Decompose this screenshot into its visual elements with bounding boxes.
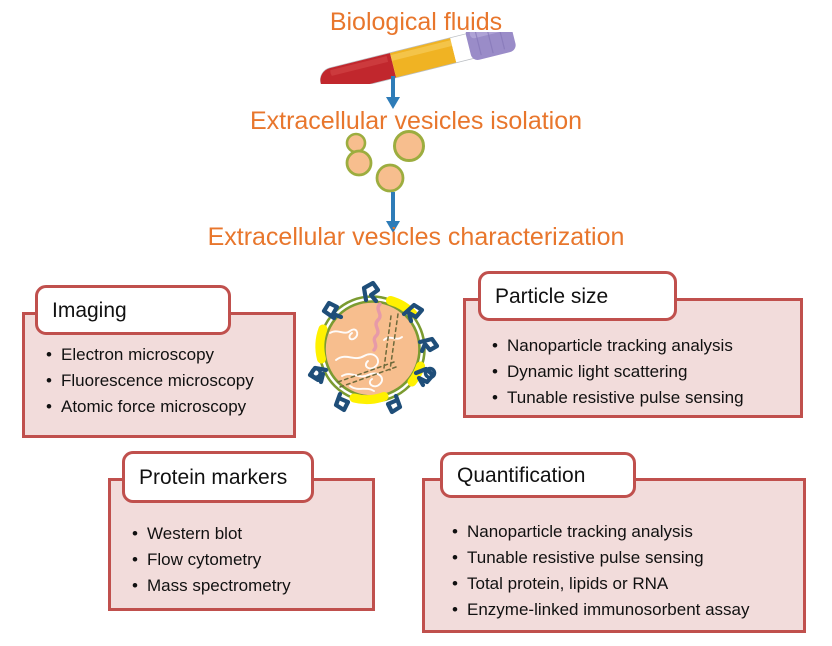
- category-title-protein-markers: Protein markers: [139, 465, 288, 489]
- list-item: Enzyme-linked immunosorbent assay: [452, 597, 750, 623]
- category-list-quantification: Nanoparticle tracking analysis Tunable r…: [452, 519, 750, 623]
- category-list-particle-size: Nanoparticle tracking analysis Dynamic l…: [492, 333, 744, 411]
- list-item: Electron microscopy: [46, 342, 254, 368]
- list-item: Atomic force microscopy: [46, 394, 254, 420]
- category-tab-quantification[interactable]: Quantification: [440, 452, 636, 498]
- extracellular-vesicle-diagram-icon: [307, 280, 440, 415]
- category-title-particle-size: Particle size: [495, 284, 609, 308]
- list-item: Tunable resistive pulse sensing: [452, 545, 750, 571]
- down-arrow-icon-1: [386, 76, 400, 109]
- down-arrow-icon-2: [386, 192, 400, 233]
- rna-strand-icon: [372, 302, 382, 352]
- blood-collection-tube-icon: [320, 32, 516, 84]
- category-tab-imaging[interactable]: Imaging: [35, 285, 231, 335]
- flow-step-title-biological-fluids: Biological fluids: [329, 8, 503, 36]
- flow-step-title-ev-isolation: Extracellular vesicles isolation: [249, 107, 583, 135]
- list-item: Western blot: [132, 521, 291, 547]
- category-title-quantification: Quantification: [457, 463, 586, 487]
- category-title-imaging: Imaging: [52, 298, 127, 322]
- category-tab-protein-markers[interactable]: Protein markers: [122, 451, 314, 503]
- list-item: Fluorescence microscopy: [46, 368, 254, 394]
- list-item: Flow cytometry: [132, 547, 291, 573]
- category-list-imaging: Electron microscopy Fluorescence microsc…: [46, 342, 254, 420]
- list-item: Total protein, lipids or RNA: [452, 571, 750, 597]
- vesicle-cluster-icon: [345, 130, 425, 193]
- list-item: Dynamic light scattering: [492, 359, 744, 385]
- list-item: Nanoparticle tracking analysis: [452, 519, 750, 545]
- category-list-protein-markers: Western blot Flow cytometry Mass spectro…: [132, 521, 291, 599]
- list-item: Mass spectrometry: [132, 573, 291, 599]
- list-item: Nanoparticle tracking analysis: [492, 333, 744, 359]
- flow-step-title-ev-characterization: Extracellular vesicles characterization: [207, 223, 625, 251]
- list-item: Tunable resistive pulse sensing: [492, 385, 744, 411]
- category-tab-particle-size[interactable]: Particle size: [478, 271, 677, 321]
